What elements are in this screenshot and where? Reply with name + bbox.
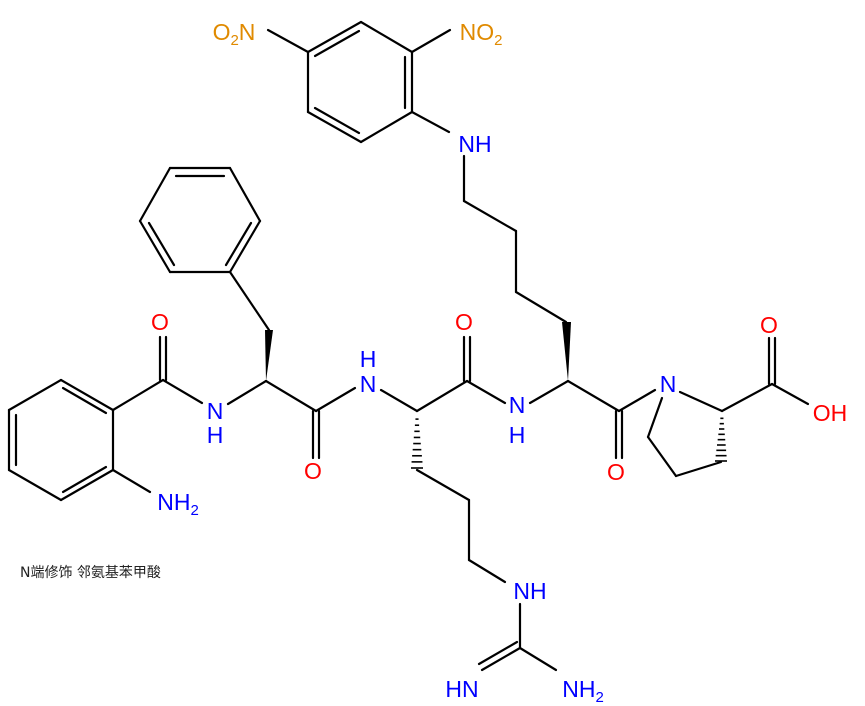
hydroxyl-cooh: OH [813, 400, 848, 426]
nitrogen-phe: N [207, 398, 224, 424]
atom-labels: O2N NO2 NH O N H NH2 O H N O N H O N O O… [151, 19, 847, 706]
hydrogen-lys: H [509, 422, 526, 448]
nitro-group-left: O2N [213, 19, 256, 49]
hash-bond [715, 417, 727, 462]
nitro-group-right: NO2 [460, 19, 503, 49]
hash-bond [411, 418, 423, 469]
caption: N端修饰 邻氨基苯甲酸 [20, 565, 161, 581]
nitrogen-arg: N [360, 371, 377, 397]
amino-anthranilic: NH2 [157, 489, 199, 519]
amino-guanidine: NH2 [562, 676, 604, 706]
bonds [7, 20, 810, 672]
oxygen-phe: O [304, 458, 322, 484]
nitrogen-lys: N [509, 392, 526, 418]
amine-dnp: NH [458, 131, 491, 157]
oxygen-carbonyl-cooh: O [760, 312, 778, 338]
hydrogen-phe: H [207, 422, 224, 448]
oxygen-arg: O [455, 309, 473, 335]
wedge-bond [265, 330, 273, 381]
nitrogen-pro: N [660, 371, 677, 397]
oxygen-lys: O [607, 459, 625, 485]
hydrogen-arg: H [360, 346, 377, 372]
phenyl-ring [138, 166, 262, 274]
wedge-bond [562, 322, 571, 381]
nh-guanidine: NH [513, 578, 546, 604]
oxygen-anthraniloyl: O [151, 309, 169, 335]
dinitrophenyl-ring [306, 20, 414, 144]
anthranilic-ring [7, 378, 115, 502]
imine-guanidine: HN [445, 676, 478, 702]
